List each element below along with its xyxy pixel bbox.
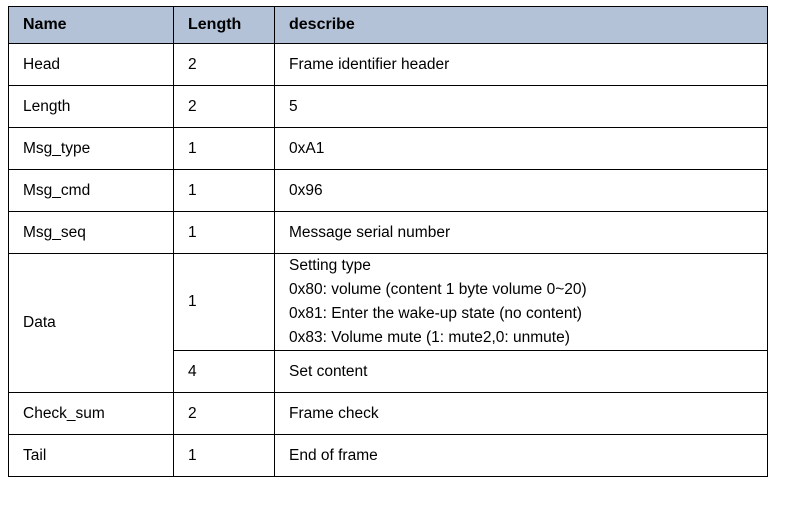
cell-describe: 5 (274, 85, 768, 128)
protocol-frame-table: Name Length describe Head 2 Frame identi… (8, 6, 768, 477)
table-row: Tail 1 End of frame (8, 434, 768, 477)
table-body: Head 2 Frame identifier header Length 2 … (8, 43, 768, 477)
cell-describe: 0xA1 (274, 127, 768, 170)
cell-describe: Frame identifier header (274, 43, 768, 86)
table-header: Name Length describe (8, 6, 768, 44)
table-row: Msg_cmd 1 0x96 (8, 169, 768, 212)
cell-name: Msg_type (8, 127, 174, 170)
cell-name: Msg_seq (8, 211, 174, 254)
cell-name: Msg_cmd (8, 169, 174, 212)
cell-describe: Message serial number (274, 211, 768, 254)
table-row: Length 2 5 (8, 85, 768, 128)
cell-describe: End of frame (274, 434, 768, 477)
table-row: Head 2 Frame identifier header (8, 43, 768, 86)
column-header-length: Length (173, 6, 275, 44)
cell-length: 1 (173, 169, 275, 212)
table-row: Msg_seq 1 Message serial number (8, 211, 768, 254)
table-row-data-primary: Data 1 Setting type 0x80: volume (conten… (8, 253, 768, 393)
cell-length: 2 (173, 85, 275, 128)
cell-length: 1 (173, 434, 275, 477)
cell-name: Tail (8, 434, 174, 477)
table-header-row: Name Length describe (8, 6, 768, 44)
cell-length: 2 (173, 43, 275, 86)
column-header-describe: describe (274, 6, 768, 44)
cell-length: 1 (173, 211, 275, 254)
cell-describe: Frame check (274, 392, 768, 435)
cell-name: Length (8, 85, 174, 128)
cell-name: Data (8, 253, 174, 393)
cell-name: Head (8, 43, 174, 86)
cell-length: 2 (173, 392, 275, 435)
cell-length: 1 (173, 127, 275, 170)
cell-describe: Set content (274, 350, 768, 393)
table-row-data-content: 4 Set content (9, 350, 768, 393)
cell-length: 4 (173, 350, 275, 393)
cell-name: Check_sum (8, 392, 174, 435)
cell-describe: 0x96 (274, 169, 768, 212)
cell-length: 1 (173, 253, 275, 351)
table-row: Msg_type 1 0xA1 (8, 127, 768, 170)
cell-describe: Setting type 0x80: volume (content 1 byt… (274, 253, 768, 351)
column-header-name: Name (8, 6, 174, 44)
table-row: Check_sum 2 Frame check (8, 392, 768, 435)
